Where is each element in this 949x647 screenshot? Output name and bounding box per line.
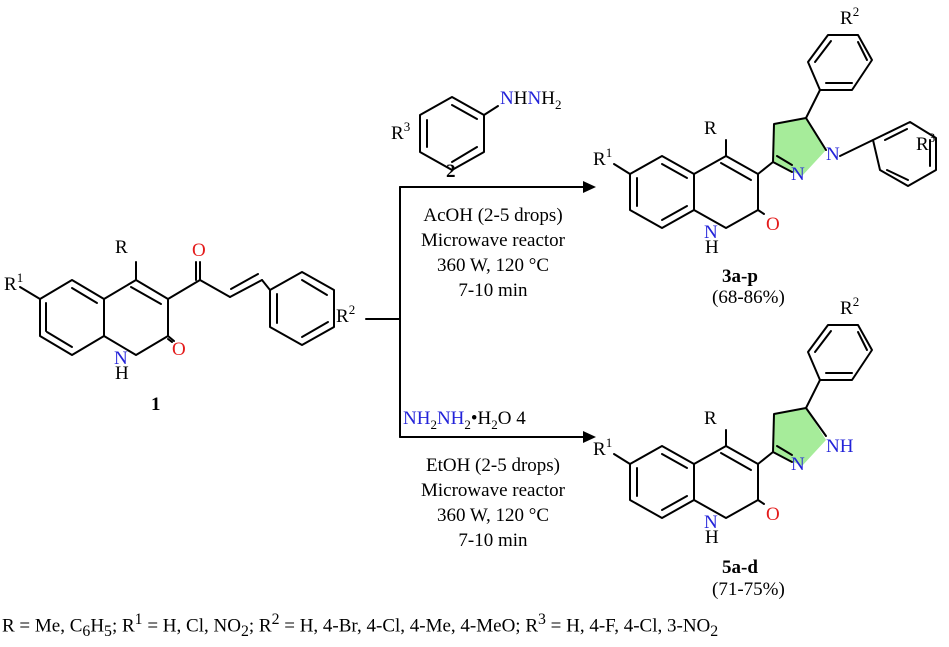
upper-condition-2: Microwave reactor (421, 230, 566, 251)
compound-1-number: 1 (151, 394, 161, 415)
product-3-nh: N (704, 222, 718, 243)
product-5-nh-pyrazoline: NH (826, 436, 854, 457)
compound-1-nh: N (114, 348, 128, 369)
lower-condition-1: EtOH (2-5 drops) (426, 455, 560, 476)
compound-1-h: H (115, 363, 129, 384)
upper-condition-3: 360 W, 120 °C (437, 255, 549, 276)
product-3-r3: R3 (916, 130, 935, 155)
product-5-o: O (766, 504, 780, 525)
compound-4-formula: NH2NH2•H2O 4 (403, 408, 526, 432)
compound-1-structure (19, 261, 335, 356)
product-5-n-ring: N (791, 454, 805, 475)
lower-condition-4: 7-10 min (458, 530, 528, 551)
product-5-r: R (704, 408, 717, 429)
product-3-label: 3a-p (722, 266, 758, 287)
reaction-arrows (365, 181, 596, 443)
product-3-n-aryl: N (826, 144, 840, 165)
compound-2-number: 2 (446, 161, 456, 182)
product-3-o: O (766, 214, 780, 235)
compound-2-r3: R3 (391, 119, 410, 144)
compound-1-r: R (115, 237, 128, 258)
upper-condition-1: AcOH (2-5 drops) (423, 205, 562, 226)
product-5-nh: N (704, 512, 718, 533)
product-3-structure (613, 34, 937, 229)
compound-2-hydrazine: NHNH2 (500, 88, 561, 112)
product-3-r1: R1 (593, 145, 612, 170)
compound-1-r1: R1 (4, 270, 23, 295)
product-3-n-ring: N (791, 164, 805, 185)
product-5-h: H (705, 527, 719, 548)
compound-1-o-ketone: O (192, 240, 206, 261)
compound-1-o-amide: O (172, 339, 186, 360)
product-3-h: H (705, 237, 719, 258)
product-5-r2: R2 (840, 294, 859, 319)
product-3-r: R (704, 118, 717, 139)
product-3-yield: (68-86%) (712, 287, 785, 308)
lower-condition-2: Microwave reactor (421, 480, 566, 501)
compound-2-structure (419, 96, 499, 171)
upper-condition-4: 7-10 min (458, 280, 528, 301)
product-5-label: 5a-d (722, 557, 758, 578)
product-3-r2: R2 (840, 4, 859, 29)
lower-condition-3: 360 W, 120 °C (437, 505, 549, 526)
product-5-yield: (71-75%) (712, 579, 785, 600)
product-5-r1: R1 (593, 435, 612, 460)
product-5-structure (613, 324, 873, 519)
substituent-footnote: R = Me, C6H5; R1 = H, Cl, NO2; R2 = H, 4… (2, 611, 719, 641)
compound-1-r2: R2 (336, 302, 355, 327)
